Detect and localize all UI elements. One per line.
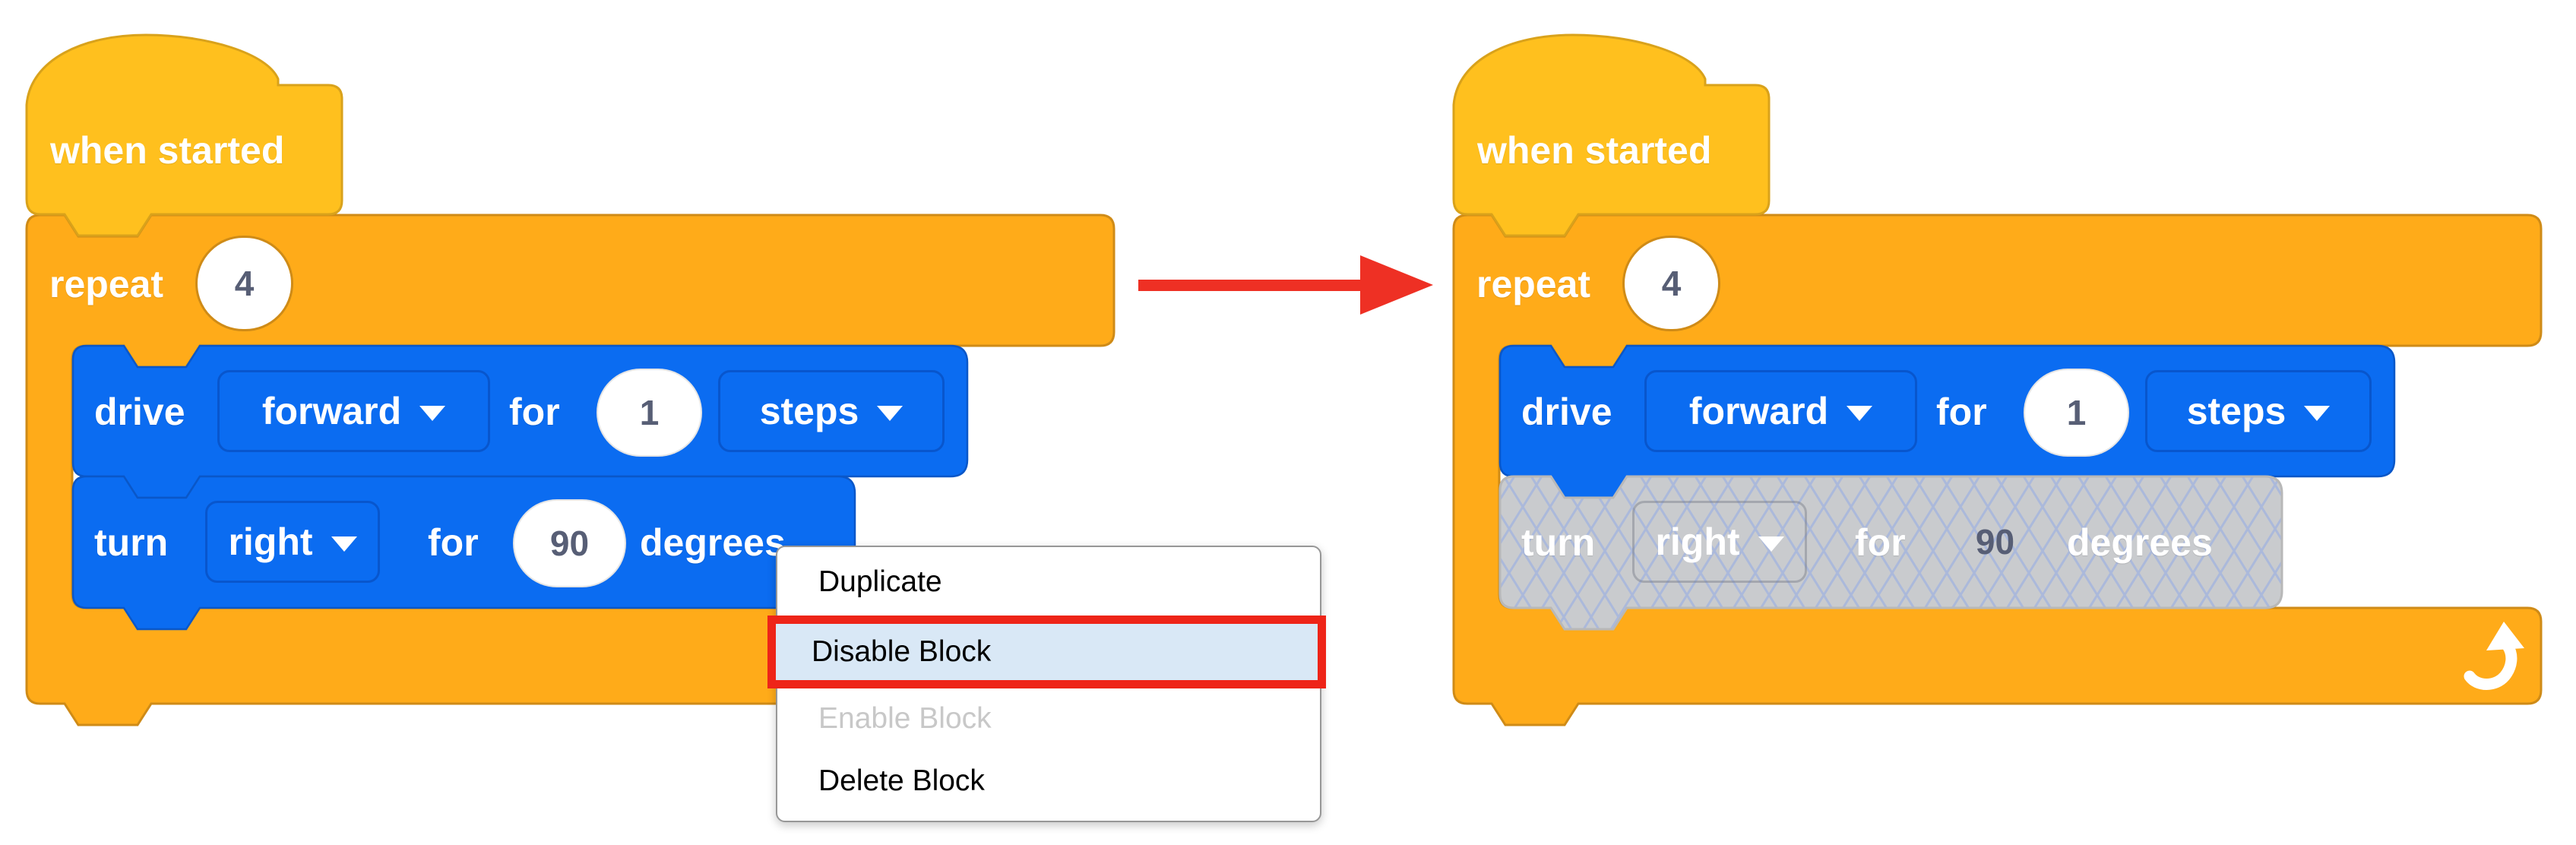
chevron-down-icon xyxy=(877,406,903,421)
drive-distance-input[interactable]: 1 xyxy=(597,369,702,457)
drive-distance-value: 1 xyxy=(639,393,660,432)
menu-item-disable-block-highlighted[interactable]: Disable Block xyxy=(767,616,1326,688)
drive-for-label: for xyxy=(509,391,560,433)
chevron-down-icon xyxy=(1847,406,1873,421)
chevron-down-icon xyxy=(419,406,446,421)
repeat-count-value: 4 xyxy=(234,264,255,303)
repeat-count-input[interactable]: 4 xyxy=(1622,236,1720,331)
repeat-loop-arrow-icon xyxy=(2464,622,2524,690)
chevron-down-icon xyxy=(1758,536,1784,552)
drive-unit-value: steps xyxy=(2186,390,2286,432)
when-started-hat-block[interactable] xyxy=(1452,33,1771,237)
when-started-hat-block[interactable] xyxy=(25,33,343,237)
turn-angle-value-disabled[interactable]: 90 xyxy=(1975,522,2015,562)
drive-unit-value: steps xyxy=(759,390,859,432)
drive-unit-dropdown[interactable]: steps xyxy=(718,370,945,452)
turn-label-disabled: turn xyxy=(1521,521,1596,564)
left-script-stack xyxy=(25,33,1116,726)
drive-label: drive xyxy=(1521,391,1612,433)
red-right-arrow-icon xyxy=(1138,255,1433,315)
turn-direction-value: right xyxy=(228,521,313,563)
turn-for-label-disabled: for xyxy=(1855,521,1906,564)
turn-angle-input[interactable]: 90 xyxy=(513,499,626,587)
right-script-stack xyxy=(1452,33,2543,726)
drive-distance-input[interactable]: 1 xyxy=(2024,369,2129,457)
turn-direction-value: right xyxy=(1655,521,1740,563)
chevron-down-icon xyxy=(2304,406,2331,421)
menu-item-duplicate[interactable]: Duplicate xyxy=(818,565,942,598)
hat-label: when started xyxy=(1477,129,1712,172)
chevron-down-icon xyxy=(331,536,357,552)
turn-block-disabled[interactable] xyxy=(1498,475,2283,631)
repeat-count-value: 4 xyxy=(1661,264,1682,303)
turn-unit-label: degrees xyxy=(640,521,786,564)
drive-direction-dropdown[interactable]: forward xyxy=(1644,370,1917,452)
menu-item-delete-block[interactable]: Delete Block xyxy=(818,764,985,797)
turn-angle-value: 90 xyxy=(549,524,590,563)
drive-direction-value: forward xyxy=(261,390,402,432)
menu-item-enable-block: Enable Block xyxy=(818,702,992,735)
repeat-label: repeat xyxy=(49,263,164,305)
hat-label: when started xyxy=(50,129,285,172)
drive-distance-value: 1 xyxy=(2066,393,2087,432)
repeat-count-input[interactable]: 4 xyxy=(195,236,293,331)
drive-label: drive xyxy=(94,391,185,433)
turn-label: turn xyxy=(94,521,169,564)
turn-direction-dropdown[interactable]: right xyxy=(205,501,380,583)
turn-direction-dropdown-disabled[interactable]: right xyxy=(1632,501,1807,583)
repeat-label: repeat xyxy=(1476,263,1591,305)
drive-unit-dropdown[interactable]: steps xyxy=(2145,370,2372,452)
drive-for-label: for xyxy=(1936,391,1987,433)
turn-for-label: for xyxy=(428,521,479,564)
drive-direction-value: forward xyxy=(1688,390,1829,432)
turn-unit-label-disabled: degrees xyxy=(2067,521,2213,564)
drive-direction-dropdown[interactable]: forward xyxy=(217,370,490,452)
